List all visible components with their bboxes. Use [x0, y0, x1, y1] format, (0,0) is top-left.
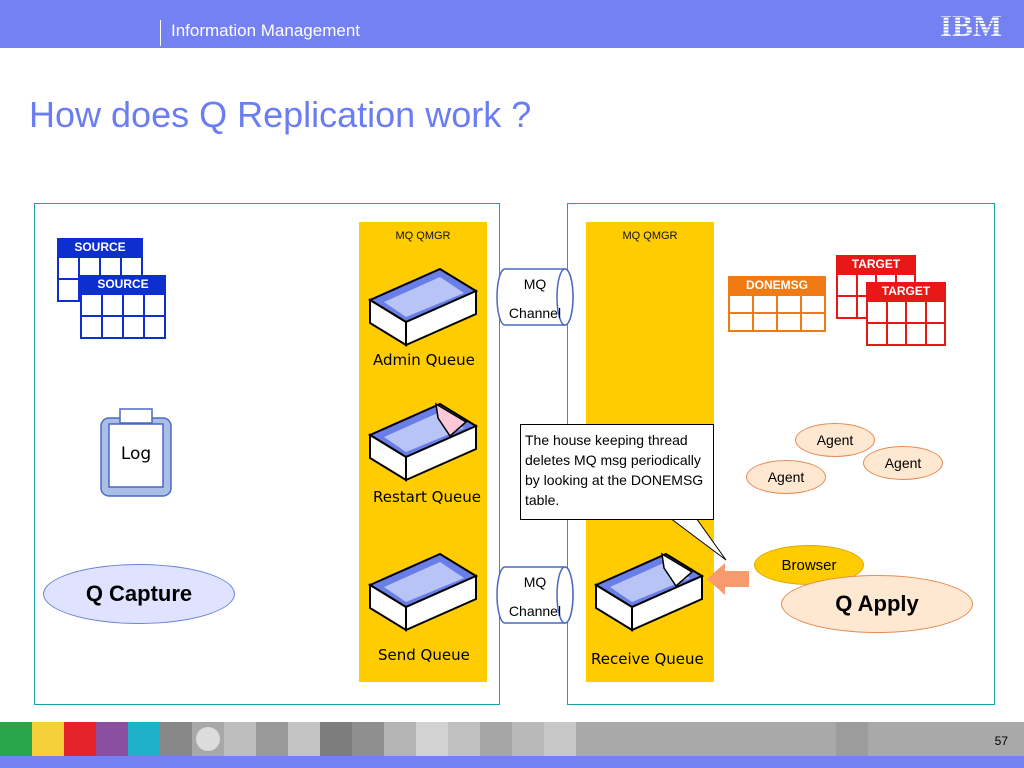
restart-queue-label: Restart Queue: [373, 488, 481, 506]
q-apply-label: Q Apply: [835, 591, 919, 616]
source-table-header: SOURCE: [57, 238, 143, 256]
receive-queue-icon: [593, 552, 705, 632]
header-section-title: Information Management: [171, 21, 360, 40]
q-capture-ellipse: Q Capture: [43, 564, 235, 624]
donemsg-table-header: DONEMSG: [728, 276, 826, 294]
page-title: How does Q Replication work ?: [29, 94, 532, 135]
send-queue-icon: [367, 552, 479, 632]
header-bar: [0, 0, 1024, 48]
header-separator: [160, 20, 161, 46]
source-table-header: SOURCE: [80, 275, 166, 293]
clipboard-icon: [100, 408, 172, 497]
admin-queue-label: Admin Queue: [373, 351, 475, 369]
mq-channel-top: MQ Channel: [495, 268, 575, 326]
channel-line2: Channel: [508, 305, 562, 321]
agent-ellipse: Agent: [795, 423, 875, 457]
target-table-header: TARGET: [866, 282, 946, 300]
agent-ellipse: Agent: [863, 446, 943, 480]
receive-queue-label: Receive Queue: [591, 650, 704, 668]
channel-cylinder-icon: [496, 566, 574, 624]
restart-queue-icon: [367, 402, 479, 482]
footer-bar: [0, 756, 1024, 768]
agent-label: Agent: [884, 455, 922, 471]
channel-cylinder-icon: [496, 268, 574, 326]
donemsg-table: DONEMSG: [728, 276, 826, 332]
q-apply-ellipse: Q Apply: [781, 575, 973, 633]
ibm-logo-text: IBM: [940, 8, 1002, 40]
agent-ellipse: Agent: [746, 460, 826, 494]
channel-line2: Channel: [508, 603, 562, 619]
target-qmgr-label: MQ QMGR: [622, 230, 678, 242]
q-capture-label: Q Capture: [85, 581, 193, 606]
send-queue-label: Send Queue: [378, 646, 470, 664]
ibm-logo: IBM: [936, 8, 1006, 45]
agent-label: Agent: [767, 469, 805, 485]
browser-label: Browser: [781, 556, 837, 574]
admin-queue-icon: [367, 267, 479, 347]
log-label: Log: [120, 444, 152, 464]
channel-line1: MQ: [523, 276, 547, 292]
target-table-front: TARGET: [866, 282, 946, 346]
housekeeping-callout: The house keeping thread deletes MQ msg …: [520, 424, 714, 520]
footer-image-strip: [0, 722, 1024, 756]
source-qmgr-label: MQ QMGR: [395, 230, 451, 242]
log-clipboard: Log: [100, 408, 172, 503]
mq-channel-bottom: MQ Channel: [495, 566, 575, 624]
agent-label: Agent: [816, 432, 854, 448]
page-number: 57: [994, 734, 1008, 748]
target-table-header: TARGET: [836, 255, 916, 273]
left-arrow-icon: [707, 563, 749, 595]
channel-line1: MQ: [523, 574, 547, 590]
source-table-front: SOURCE: [80, 275, 166, 339]
